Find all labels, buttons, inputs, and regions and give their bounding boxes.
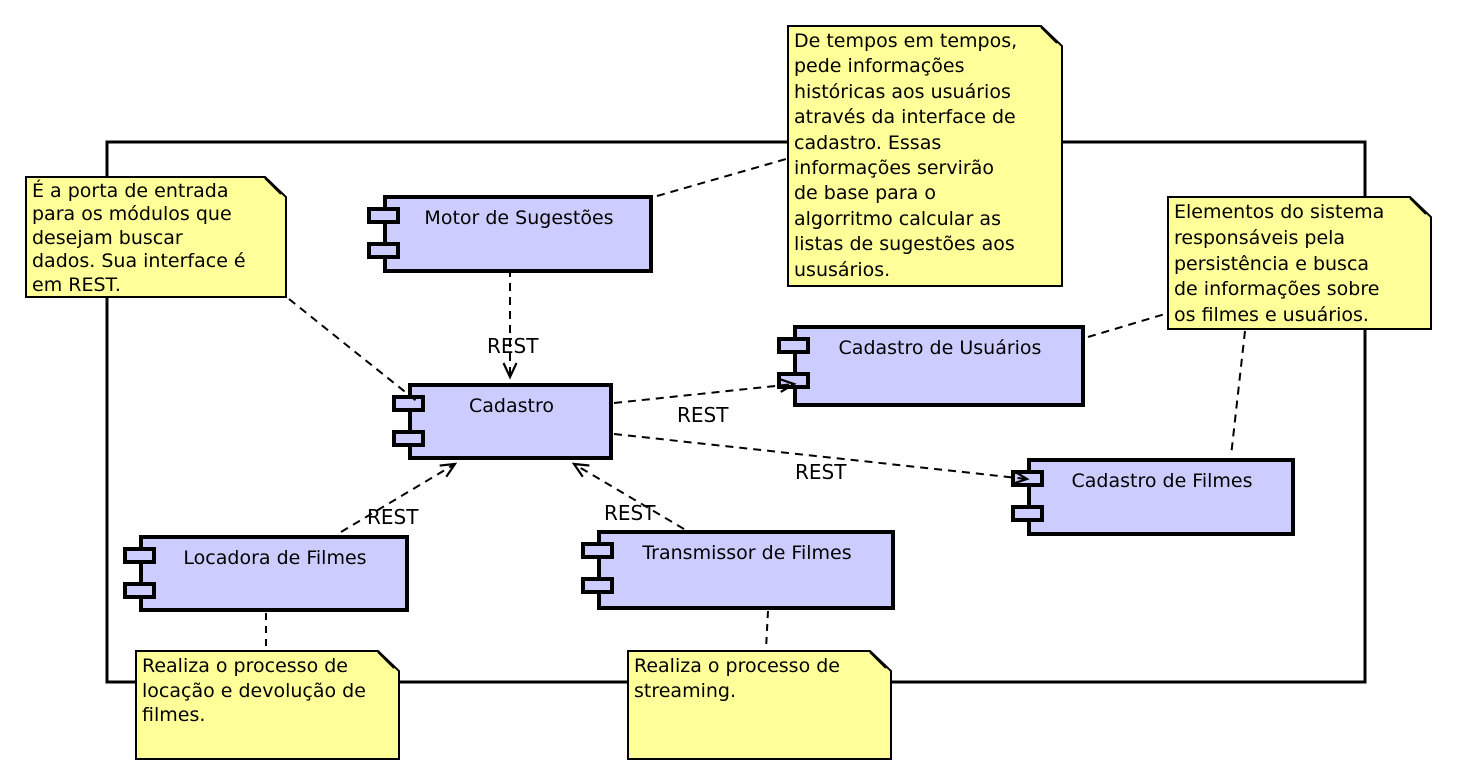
note-text: Realiza o processo de streaming. bbox=[634, 655, 840, 702]
component-locadora-de-filmes: Locadora de Filmes bbox=[123, 535, 409, 612]
component-port-icon bbox=[1011, 505, 1044, 522]
note-gateway: É a porta de entrada para os módulos que… bbox=[25, 176, 287, 298]
component-port-icon bbox=[777, 372, 810, 389]
component-cadastro: Cadastro bbox=[392, 383, 613, 460]
connector-cadastro-usuarios-to-note-persistence bbox=[1087, 313, 1166, 338]
connector-cadastro-to-cadastro-filmes bbox=[613, 433, 1030, 485]
note-persistence: Elementos do sistema responsáveis pela p… bbox=[1167, 196, 1432, 330]
rest-label-transmissor-cadastro: REST bbox=[604, 501, 656, 525]
note-streaming: Realiza o processo de streaming. bbox=[627, 650, 892, 760]
component-label: Locadora de Filmes bbox=[183, 547, 367, 569]
component-port-icon bbox=[367, 242, 400, 259]
component-label: Cadastro bbox=[469, 395, 554, 417]
component-label: Cadastro de Usuários bbox=[838, 337, 1042, 359]
connector-transmissor-to-note-streaming bbox=[765, 610, 769, 650]
component-label: Cadastro de Filmes bbox=[1071, 470, 1253, 492]
connector-cadastro-to-cadastro-usuarios bbox=[613, 377, 797, 404]
note-text: Realiza o processo de locação e devoluçã… bbox=[142, 655, 366, 726]
rest-label-locadora-cadastro: REST bbox=[367, 505, 419, 529]
component-label: Motor de Sugestões bbox=[424, 207, 614, 229]
component-port-icon bbox=[123, 582, 156, 599]
connector-note-gateway-to-cadastro bbox=[288, 298, 420, 404]
component-transmissor-de-filmes: Transmissor de Filmes bbox=[581, 530, 895, 610]
connector-note-persistence-to-cadastro-filmes bbox=[1230, 330, 1246, 457]
component-port-icon bbox=[581, 577, 614, 594]
rest-label-cadastro-filmes: REST bbox=[795, 460, 847, 484]
component-cadastro-de-filmes: Cadastro de Filmes bbox=[1011, 458, 1295, 536]
note-rental: Realiza o processo de locação e devoluçã… bbox=[135, 650, 400, 760]
component-label: Transmissor de Filmes bbox=[642, 542, 852, 564]
note-dog-ear-icon bbox=[1040, 26, 1058, 44]
rest-label-motor-cadastro: REST bbox=[487, 334, 539, 358]
note-dog-ear-icon bbox=[1409, 197, 1427, 215]
note-text: É a porta de entrada para os módulos que… bbox=[32, 180, 246, 296]
note-suggestions: De tempos em tempos, pede informações hi… bbox=[787, 25, 1063, 287]
connector-locadora-to-cadastro bbox=[340, 462, 458, 533]
component-cadastro-de-usuarios: Cadastro de Usuários bbox=[777, 325, 1085, 407]
rest-label-cadastro-usuarios: REST bbox=[677, 403, 729, 427]
connector-motor-to-note-suggestions bbox=[656, 158, 787, 197]
note-text: Elementos do sistema responsáveis pela p… bbox=[1174, 201, 1385, 327]
component-port-icon bbox=[392, 430, 425, 447]
connector-transmissor-to-cadastro bbox=[571, 462, 685, 530]
component-motor-de-sugestoes: Motor de Sugestões bbox=[367, 195, 653, 273]
note-text: De tempos em tempos, pede informações hi… bbox=[794, 30, 1018, 281]
